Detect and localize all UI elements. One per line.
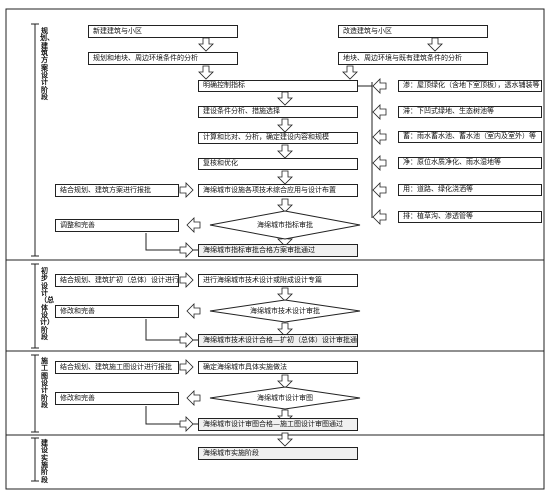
measure-purify: 净：原位水质净化、雨水湿地等 bbox=[398, 157, 542, 169]
arrow-left bbox=[372, 155, 387, 171]
modify-box-2: 修改和完善 bbox=[55, 392, 179, 405]
implementation-stage-box: 海绵城市实施阶段 bbox=[198, 447, 358, 460]
tech-design-review-label: 海绵城市技术设计审批 bbox=[250, 307, 320, 315]
arrow-right bbox=[179, 416, 194, 432]
arrow-down bbox=[198, 65, 214, 80]
measure-seep: 渗：屋顶绿化（含地下室顶板），透水铺装等 bbox=[398, 80, 542, 92]
clear-indicators-box: 明确控制指标 bbox=[198, 80, 358, 92]
plot-analysis-box: 地块、周边环境与既有建筑条件的分析 bbox=[338, 52, 488, 65]
arrow-left bbox=[372, 129, 387, 145]
stage-label-planning: 规划、建筑方案设计阶段 bbox=[40, 27, 54, 102]
arrow-left bbox=[186, 390, 201, 406]
arrow-down bbox=[277, 91, 293, 106]
arrow-down bbox=[277, 198, 293, 213]
calculation-box: 计算和比对、分析，确定建设内容和规模 bbox=[198, 132, 358, 144]
arrow-down bbox=[198, 37, 214, 52]
arrow-down bbox=[427, 37, 443, 52]
diamond-tech-review bbox=[209, 299, 361, 323]
stage-label-construction: 施工图设计阶段 bbox=[41, 357, 48, 410]
arrow-left bbox=[372, 78, 387, 94]
outer-frame bbox=[5, 8, 545, 490]
new-build-box: 新建建筑与小区 bbox=[88, 25, 238, 38]
diamond-indicator-review bbox=[209, 210, 361, 240]
arrow-down bbox=[277, 144, 293, 159]
measure-store: 蓄：雨水蓄水池、蓄水池（室内及室外）等 bbox=[398, 131, 542, 143]
stage-bracket-lines bbox=[31, 23, 39, 482]
planning-analysis-box: 规划和地块、周边环境条件的分析 bbox=[88, 52, 238, 65]
diamond-design-review bbox=[209, 386, 361, 410]
determine-implementation-box: 确定海绵城市具体实施做法 bbox=[198, 361, 358, 374]
arrow-down bbox=[277, 118, 293, 133]
stage-label-preliminary: 初步设计（总体设计）阶段 bbox=[40, 267, 54, 342]
tech-application-box: 海绵城市设施各项技术综合应用与设计布置 bbox=[198, 184, 358, 197]
arrow-right bbox=[179, 272, 194, 288]
indicator-pass-box: 海绵城市指标审批合格方案审批通过 bbox=[198, 244, 358, 257]
arrow-left bbox=[372, 104, 387, 120]
submit-planning-box: 结合规划、建筑方案进行报批 bbox=[55, 184, 179, 197]
submit-preliminary-box: 结合规划、建筑扩初（总体）设计进行报批 bbox=[55, 274, 179, 287]
tech-design-special-box: 进行海绵城市技术设计或附成设计专篇 bbox=[198, 274, 358, 287]
modify-box-1: 修改和完善 bbox=[55, 305, 179, 318]
arrow-down bbox=[277, 287, 293, 302]
construction-pass-box: 海绵城市设计审图合格—施工图设计审图通过 bbox=[198, 418, 358, 431]
arrow-left bbox=[186, 217, 201, 233]
review-optimize-box: 复核和优化 bbox=[198, 158, 358, 170]
renovation-box: 改造建筑与小区 bbox=[338, 25, 488, 38]
arrow-down bbox=[342, 65, 358, 80]
measure-use: 用：道路、绿化浇洒等 bbox=[398, 184, 542, 196]
design-review-label: 海绵城市设计审图 bbox=[257, 394, 313, 402]
adjust-box: 调整和完善 bbox=[55, 219, 179, 232]
arrow-left bbox=[186, 303, 201, 319]
arrow-right bbox=[179, 182, 194, 198]
stage-label-implementation: 建设实施阶段 bbox=[41, 439, 48, 484]
submit-construction-box: 结合规划、建筑施工图设计进行报批 bbox=[55, 361, 179, 374]
condition-analysis-box: 建设条件分析、措施选择 bbox=[198, 106, 358, 118]
arrow-right bbox=[179, 359, 194, 375]
indicator-review-label: 海绵城市指标审批 bbox=[257, 221, 313, 229]
arrow-left bbox=[372, 182, 387, 198]
arrow-down bbox=[277, 170, 293, 185]
measure-drain: 排：植草沟、渗透管等 bbox=[398, 211, 542, 223]
arrow-left bbox=[372, 209, 387, 225]
arrow-down bbox=[277, 374, 293, 389]
arrow-right bbox=[179, 332, 194, 348]
tech-design-pass-box: 海绵城市技术设计合格—扩初（总体）设计审批通过 bbox=[198, 334, 358, 347]
arrow-right bbox=[179, 242, 194, 258]
measure-stagnate: 滞：下凹式绿地、生态树池等 bbox=[398, 106, 542, 118]
stage-separators bbox=[6, 259, 544, 436]
